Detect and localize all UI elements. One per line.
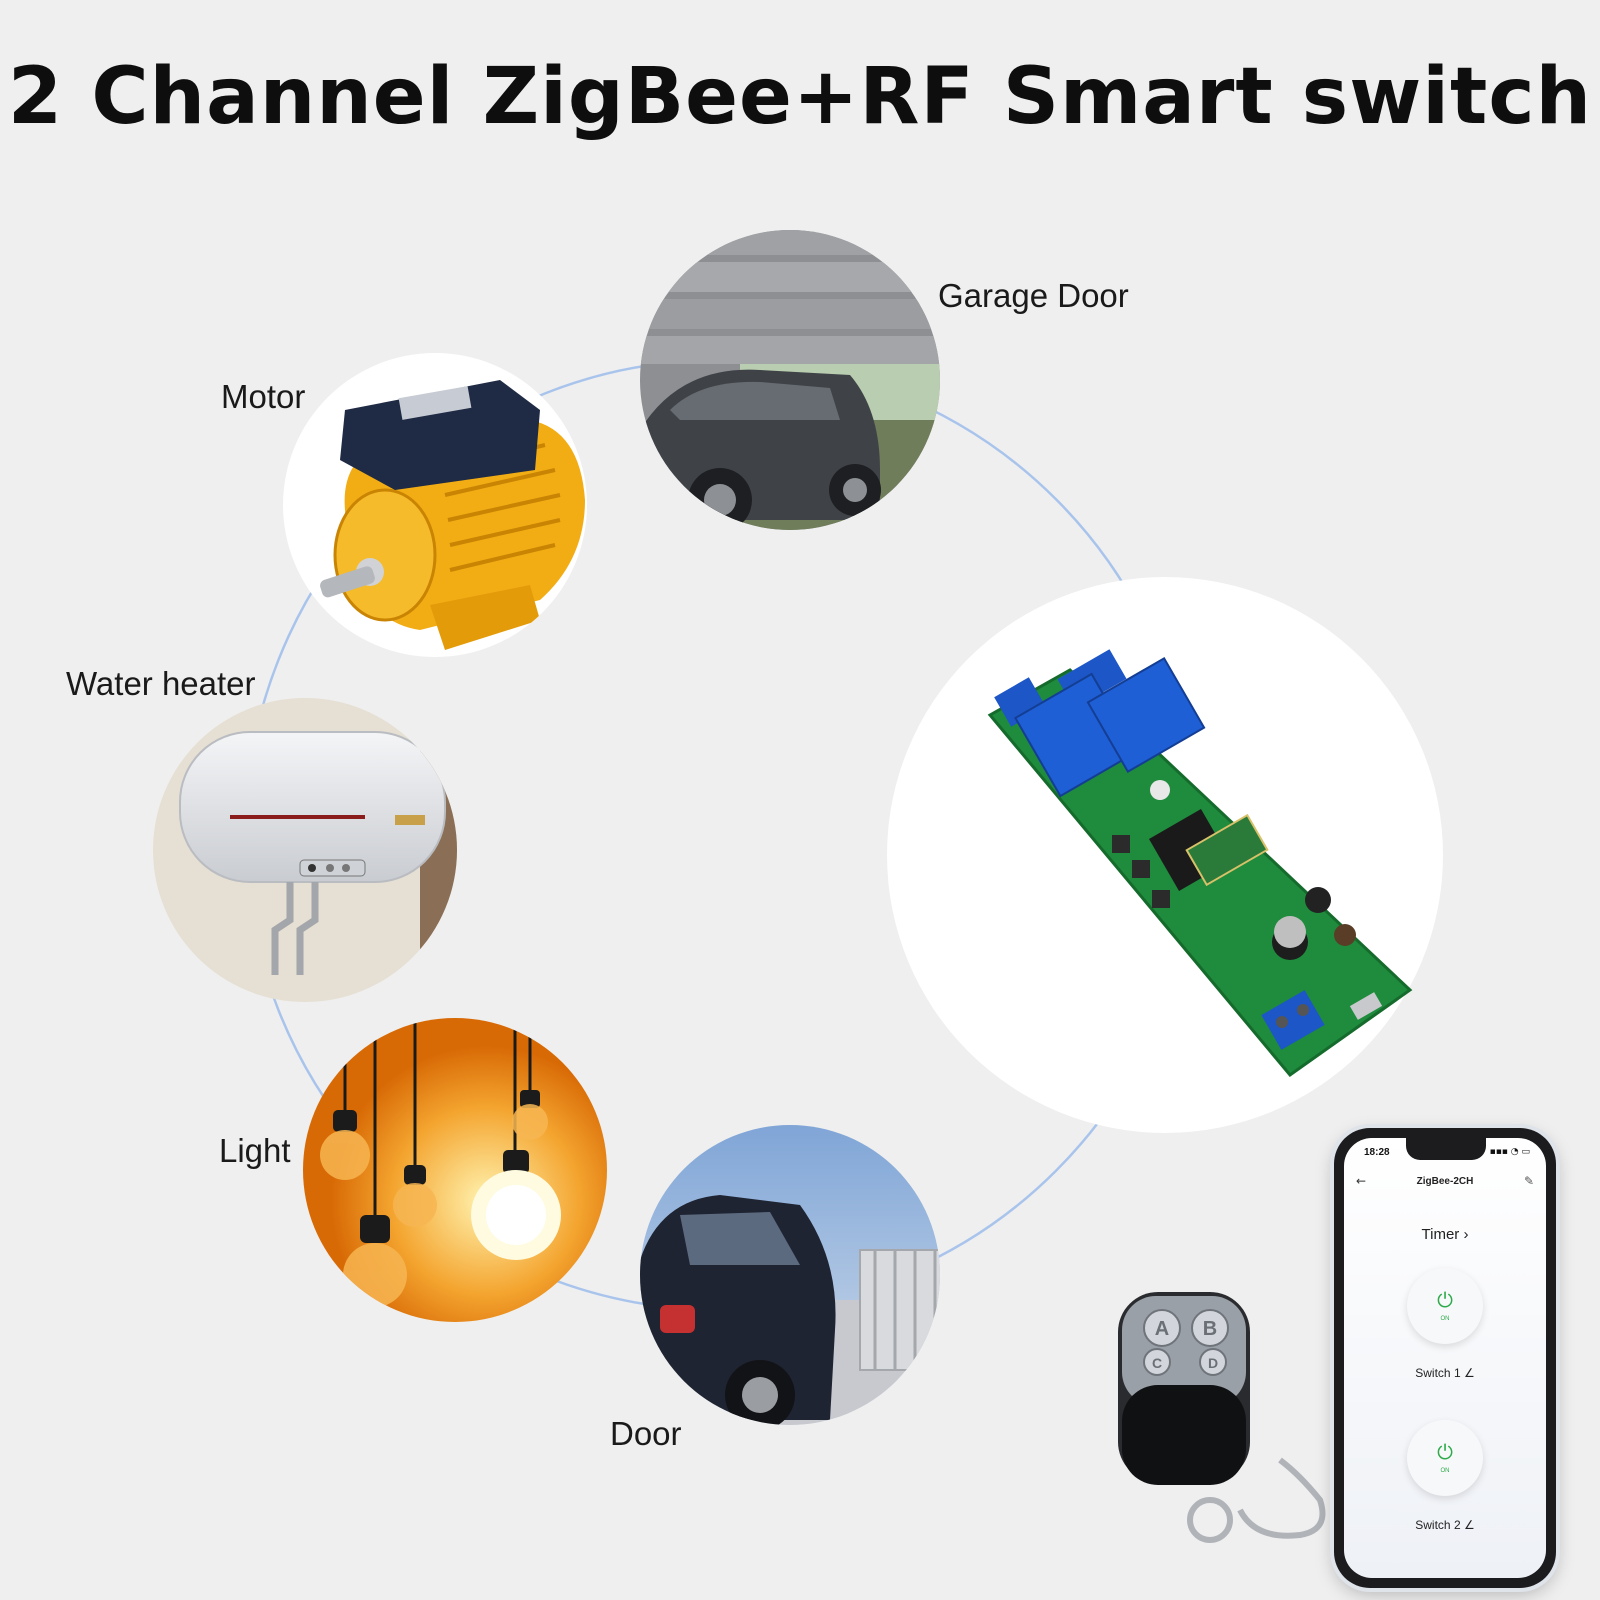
label-garage-door: Garage Door (938, 277, 1129, 314)
switch-1-state: ON (1440, 1316, 1450, 1322)
remote-button-c: C (1152, 1355, 1162, 1371)
switch-2-state: ON (1440, 1468, 1450, 1474)
app-header: ← ZigBee-2CH ✎ (1344, 1174, 1546, 1194)
app-screen: 18:28 ▪▪▪ ◔ ▭ ← ZigBee-2CH ✎ Timer › ⏻ O… (1344, 1138, 1546, 1578)
label-light: Light (219, 1132, 291, 1169)
garage-door-image (640, 230, 940, 530)
label-water-heater: Water heater (66, 665, 256, 702)
timer-link[interactable]: Timer › (1421, 1226, 1469, 1243)
switch-2-button[interactable]: ⏻ ON (1407, 1420, 1483, 1496)
page-title: 2 Channel ZigBee+RF Smart switch (7, 52, 1593, 142)
smart-switch-module-image (887, 577, 1443, 1133)
remote-button-d: D (1208, 1355, 1218, 1371)
status-icons: ▪▪▪ ◔ ▭ (1489, 1147, 1530, 1157)
switch-1-button[interactable]: ⏻ ON (1407, 1268, 1483, 1344)
motor-image (283, 353, 587, 657)
power-icon: ⏻ (1437, 1288, 1453, 1312)
app-title: ZigBee-2CH (1416, 1176, 1474, 1187)
smartphone: 18:28 ▪▪▪ ◔ ▭ ← ZigBee-2CH ✎ Timer › ⏻ O… (1334, 1128, 1556, 1588)
switch-2-label[interactable]: Switch 2 ∠ (1415, 1518, 1475, 1532)
status-time: 18:28 (1364, 1147, 1390, 1158)
label-motor: Motor (221, 378, 306, 415)
remote-button-a: A (1155, 1318, 1169, 1340)
door-image (640, 1125, 940, 1425)
switch-1-label[interactable]: Switch 1 ∠ (1415, 1366, 1475, 1380)
label-door: Door (610, 1415, 682, 1452)
rf-remote-image (1118, 1292, 1326, 1543)
power-icon: ⏻ (1437, 1440, 1453, 1464)
remote-button-b: B (1203, 1318, 1217, 1340)
edit-icon[interactable]: ✎ (1523, 1174, 1534, 1188)
phone-notch (1406, 1138, 1486, 1160)
back-arrow-icon[interactable]: ← (1356, 1174, 1367, 1188)
light-bulbs-image (303, 1018, 607, 1322)
water-heater-image (153, 698, 457, 1002)
